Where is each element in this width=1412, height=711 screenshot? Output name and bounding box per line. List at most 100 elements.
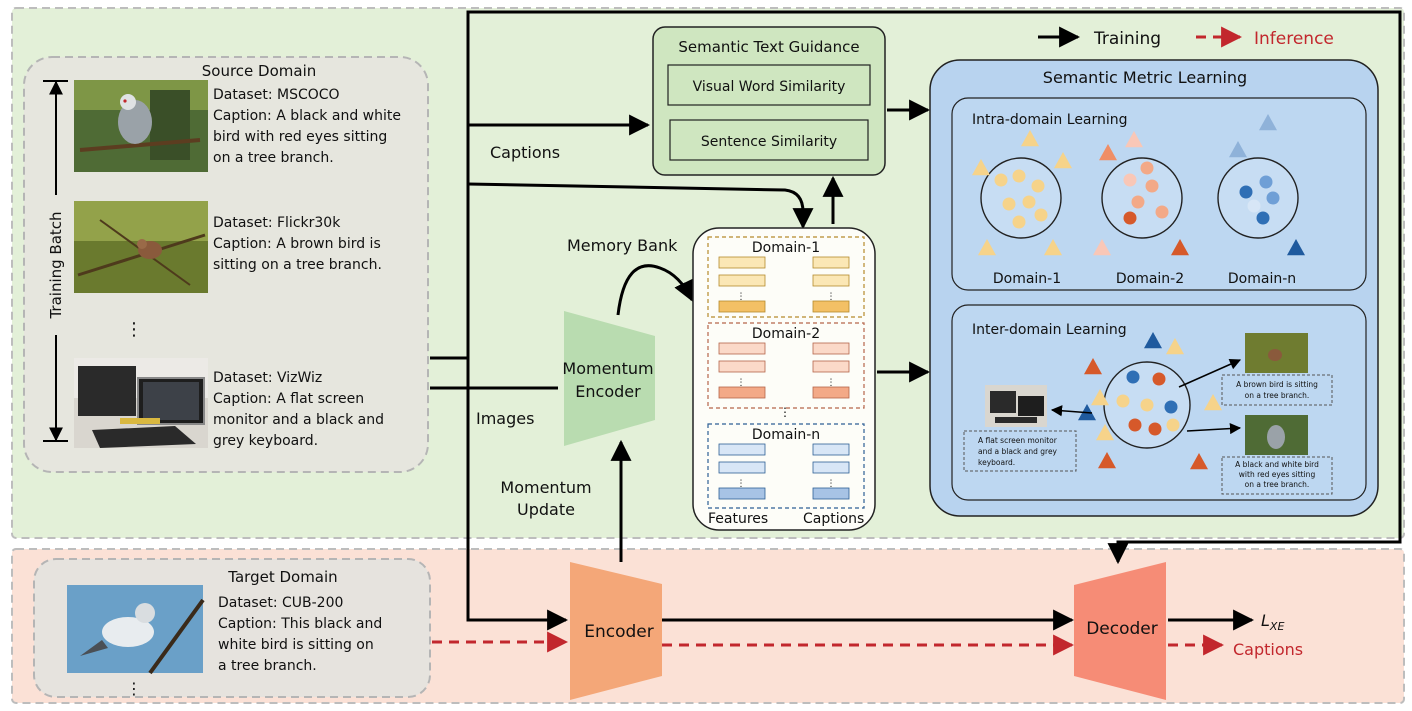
momentum-update-label-1: Momentum — [500, 478, 591, 497]
cub200-caption-line-1: Caption: This black and — [218, 616, 382, 632]
caption-triangle — [1125, 131, 1143, 148]
feature-slot — [718, 300, 766, 313]
flickr30k-caption-line-2: sitting on a tree branch. — [213, 257, 382, 273]
image-dot — [1140, 161, 1154, 175]
image-dot — [1128, 418, 1142, 432]
inter-caption-box-2 — [1221, 456, 1333, 495]
inter-domain-cluster — [1050, 332, 1242, 470]
caption-triangle — [1099, 144, 1117, 161]
target-connectors — [432, 358, 1255, 656]
visual-word-similarity: Visual Word Similarity — [693, 79, 846, 95]
captions-column-label: Captions — [803, 511, 864, 527]
inter-caption-3-line-2: and a black and grey — [978, 447, 1058, 456]
cub200-dataset: Dataset: CUB-200 — [218, 595, 343, 611]
inter-association-arrow — [1050, 405, 1093, 417]
image-dot — [1247, 199, 1261, 213]
caption-slot — [812, 360, 850, 373]
image-dot — [1012, 215, 1026, 229]
slot-ellipsis: ⋮ — [737, 479, 746, 489]
image-dot — [1116, 394, 1130, 408]
image-dot — [1239, 185, 1253, 199]
feature-slot — [718, 274, 766, 287]
caption-triangle — [1044, 239, 1062, 256]
caption-slot — [812, 256, 850, 269]
caption-slot — [812, 443, 850, 456]
caption-slot — [812, 386, 850, 399]
features-label: Features — [708, 511, 768, 527]
sentence-similarity-box — [669, 119, 869, 161]
image-dot — [1034, 208, 1048, 222]
caption-slot — [812, 274, 850, 287]
image-dot — [1145, 179, 1159, 193]
feature-slot — [718, 487, 766, 500]
image-dot — [1155, 205, 1169, 219]
captions-label: Captions — [490, 143, 560, 162]
encoder-label: Encoder — [584, 622, 654, 642]
memory-domain-box — [707, 236, 865, 318]
domain-cluster-circle — [1217, 157, 1299, 239]
momentum-encoder-label-1: Momentum — [562, 359, 653, 378]
caption-triangle — [1098, 452, 1116, 469]
mscoco-caption-line-3: on a tree branch. — [213, 150, 334, 166]
mscoco-dataset: Dataset: MSCOCO — [213, 87, 340, 103]
vizwiz-caption-line-2: monitor and a black and — [213, 412, 384, 428]
image-dot — [1152, 372, 1166, 386]
caption-triangle — [1021, 130, 1039, 147]
vizwiz-caption-line-1: Caption: A flat screen — [213, 391, 364, 407]
training-batch-indicator: Training Batch — [43, 80, 68, 442]
cub200-image — [67, 585, 205, 675]
inter-caption-box-3 — [963, 430, 1077, 472]
memory-domain-groups: Domain-1⋮⋮Domain-2⋮⋮Domain-n⋮⋮ — [707, 236, 865, 509]
caption-triangle — [1091, 389, 1109, 406]
feature-slot — [718, 461, 766, 474]
caption-triangle — [1190, 453, 1208, 470]
inter-caption-2-line-3: on a tree branch. — [1245, 480, 1310, 489]
slot-ellipsis: ⋮ — [827, 378, 836, 388]
slot-ellipsis: ⋮ — [827, 479, 836, 489]
mscoco-image — [74, 80, 208, 172]
memory-domain-box — [707, 423, 865, 509]
caption-triangle — [1166, 338, 1184, 355]
image-dot — [1126, 370, 1140, 384]
caption-triangle — [1204, 394, 1222, 411]
vizwiz-image — [74, 358, 208, 448]
memory-domain-label: Domain-1 — [752, 240, 820, 256]
image-dot — [1031, 179, 1045, 193]
inter-caption-1-line-2: on a tree branch. — [1245, 391, 1310, 400]
semantic-text-guidance-title: Semantic Text Guidance — [678, 38, 859, 56]
inter-caption-3-line-3: keyboard. — [978, 458, 1015, 467]
image-dot — [1164, 400, 1178, 414]
inter-association-arrow — [1186, 422, 1242, 435]
inter-domain-title: Inter-domain Learning — [972, 322, 1127, 338]
inter-caption-2-line-2: with red eyes sitting — [1239, 470, 1316, 479]
legend: Training Inference — [1038, 26, 1334, 49]
memory-bank-box — [692, 227, 876, 531]
inter-caption-box-1 — [1221, 374, 1333, 406]
vizwiz-dataset: Dataset: VizWiz — [213, 370, 322, 386]
memory-ellipsis: ⋮ — [779, 405, 791, 419]
image-dot — [1012, 169, 1026, 183]
feature-slot — [718, 443, 766, 456]
momentum-encoder — [564, 311, 655, 446]
flickr30k-image — [74, 201, 208, 293]
caption-triangle — [1096, 424, 1114, 441]
intra-label-domain-n: Domain-n — [1228, 271, 1296, 287]
legend-training: Training — [1093, 29, 1161, 49]
intra-domain-clusters — [972, 114, 1305, 256]
caption-triangle — [1093, 239, 1111, 256]
image-dot — [1002, 197, 1016, 211]
mscoco-caption-line-2: bird with red eyes sitting — [213, 129, 387, 145]
intra-label-domain-2: Domain-2 — [1116, 271, 1184, 287]
feature-slot — [718, 360, 766, 373]
slot-ellipsis: ⋮ — [827, 292, 836, 302]
intra-domain-title: Intra-domain Learning — [972, 112, 1128, 128]
caption-triangle — [972, 159, 990, 176]
source-ellipsis: ⋮ — [125, 319, 143, 340]
caption-triangle — [1144, 332, 1162, 349]
caption-triangle — [978, 239, 996, 256]
caption-slot — [812, 300, 850, 313]
inter-caption-1-line-1: A brown bird is sitting — [1236, 380, 1318, 389]
vizwiz-caption-line-3: grey keyboard. — [213, 433, 318, 449]
loss-label: LXE — [1261, 611, 1284, 633]
